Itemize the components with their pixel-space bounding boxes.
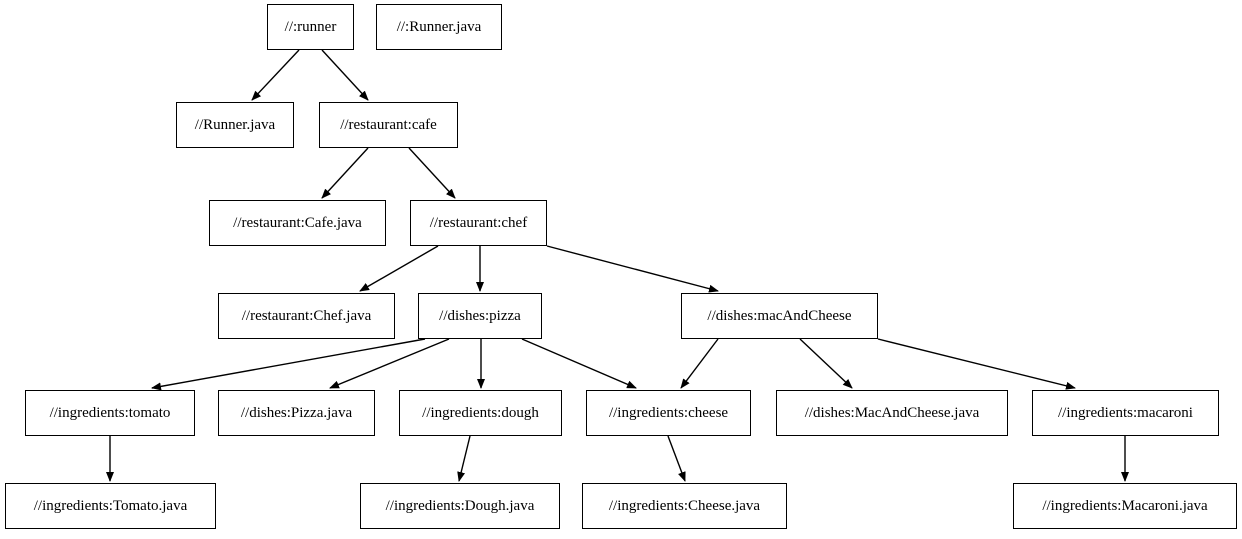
graph-node-label: //restaurant:Chef.java bbox=[241, 307, 372, 324]
graph-node-label: //ingredients:dough bbox=[422, 404, 539, 421]
graph-node-dishes_Pizza_java[interactable]: //dishes:Pizza.java bbox=[218, 390, 375, 436]
graph-node-ingredients_macaroni[interactable]: //ingredients:macaroni bbox=[1032, 390, 1219, 436]
graph-node-dishes_MacAndCheese_java[interactable]: //dishes:MacAndCheese.java bbox=[776, 390, 1008, 436]
graph-edge-restaurant_chef-to-dishes_macAndCheese bbox=[546, 245, 719, 293]
graph-edge-runner-to-restaurant_cafe bbox=[321, 49, 369, 101]
graph-node-label: //ingredients:Dough.java bbox=[385, 497, 535, 514]
graph-node-dishes_pizza[interactable]: //dishes:pizza bbox=[418, 293, 542, 339]
graph-edge-ingredients_cheese-to-ingredients_Cheese_java bbox=[667, 435, 686, 482]
graph-node-restaurant_cafe[interactable]: //restaurant:cafe bbox=[319, 102, 458, 148]
graph-node-ingredients_cheese[interactable]: //ingredients:cheese bbox=[586, 390, 751, 436]
graph-node-dishes_macAndCheese[interactable]: //dishes:macAndCheese bbox=[681, 293, 878, 339]
graph-node-root_Runner_java[interactable]: //:Runner.java bbox=[376, 4, 502, 50]
graph-node-label: //dishes:macAndCheese bbox=[707, 307, 852, 324]
graph-node-label: //:Runner.java bbox=[396, 18, 482, 35]
graph-edge-dishes_macAndCheese-to-ingredients_cheese bbox=[680, 338, 719, 389]
graph-node-label: //ingredients:tomato bbox=[49, 404, 171, 421]
graph-edge-dishes_pizza-to-dishes_Pizza_java bbox=[329, 338, 450, 389]
graph-node-label: //restaurant:chef bbox=[429, 214, 528, 231]
graph-edge-dishes_macAndCheese-to-ingredients_macaroni bbox=[877, 338, 1076, 390]
graph-edge-dishes_pizza-to-ingredients_cheese bbox=[521, 338, 637, 389]
graph-node-restaurant_Chef_java[interactable]: //restaurant:Chef.java bbox=[218, 293, 395, 339]
graph-node-label: //restaurant:Cafe.java bbox=[233, 214, 362, 231]
graph-node-ingredients_dough[interactable]: //ingredients:dough bbox=[399, 390, 562, 436]
graph-node-label: //Runner.java bbox=[194, 116, 276, 133]
graph-node-label: //dishes:MacAndCheese.java bbox=[804, 404, 980, 421]
graph-node-label: //dishes:Pizza.java bbox=[240, 404, 353, 421]
graph-edge-dishes_macAndCheese-to-dishes_MacAndCheese_java bbox=[799, 338, 853, 389]
graph-edge-restaurant_cafe-to-restaurant_chef bbox=[408, 147, 456, 199]
graph-node-restaurant_Cafe_java[interactable]: //restaurant:Cafe.java bbox=[209, 200, 386, 246]
graph-node-ingredients_tomato[interactable]: //ingredients:tomato bbox=[25, 390, 195, 436]
graph-edge-ingredients_dough-to-ingredients_Dough_java bbox=[457, 435, 471, 482]
graph-node-ingredients_Tomato_java[interactable]: //ingredients:Tomato.java bbox=[5, 483, 216, 529]
graph-node-restaurant_chef[interactable]: //restaurant:chef bbox=[410, 200, 547, 246]
graph-node-ingredients_Macaroni_java[interactable]: //ingredients:Macaroni.java bbox=[1013, 483, 1237, 529]
graph-node-ingredients_Cheese_java[interactable]: //ingredients:Cheese.java bbox=[582, 483, 787, 529]
graph-node-label: //ingredients:cheese bbox=[608, 404, 729, 421]
graph-edge-restaurant_chef-to-restaurant_Chef_java bbox=[359, 245, 439, 292]
graph-edge-restaurant_cafe-to-restaurant_Cafe_java bbox=[321, 147, 369, 199]
graph-node-label: //dishes:pizza bbox=[439, 307, 521, 324]
graph-node-Runner_java[interactable]: //Runner.java bbox=[176, 102, 294, 148]
graph-node-label: //:runner bbox=[284, 18, 337, 35]
graph-edge-runner-to-Runner_java bbox=[251, 49, 300, 101]
graph-node-label: //ingredients:Tomato.java bbox=[33, 497, 188, 514]
graph-node-label: //ingredients:Cheese.java bbox=[608, 497, 761, 514]
graph-node-label: //restaurant:cafe bbox=[340, 116, 437, 133]
graph-node-runner[interactable]: //:runner bbox=[267, 4, 354, 50]
graph-edge-dishes_pizza-to-ingredients_tomato bbox=[151, 338, 426, 391]
graph-node-ingredients_Dough_java[interactable]: //ingredients:Dough.java bbox=[360, 483, 560, 529]
graph-node-label: //ingredients:Macaroni.java bbox=[1042, 497, 1208, 514]
graph-node-label: //ingredients:macaroni bbox=[1058, 404, 1193, 421]
